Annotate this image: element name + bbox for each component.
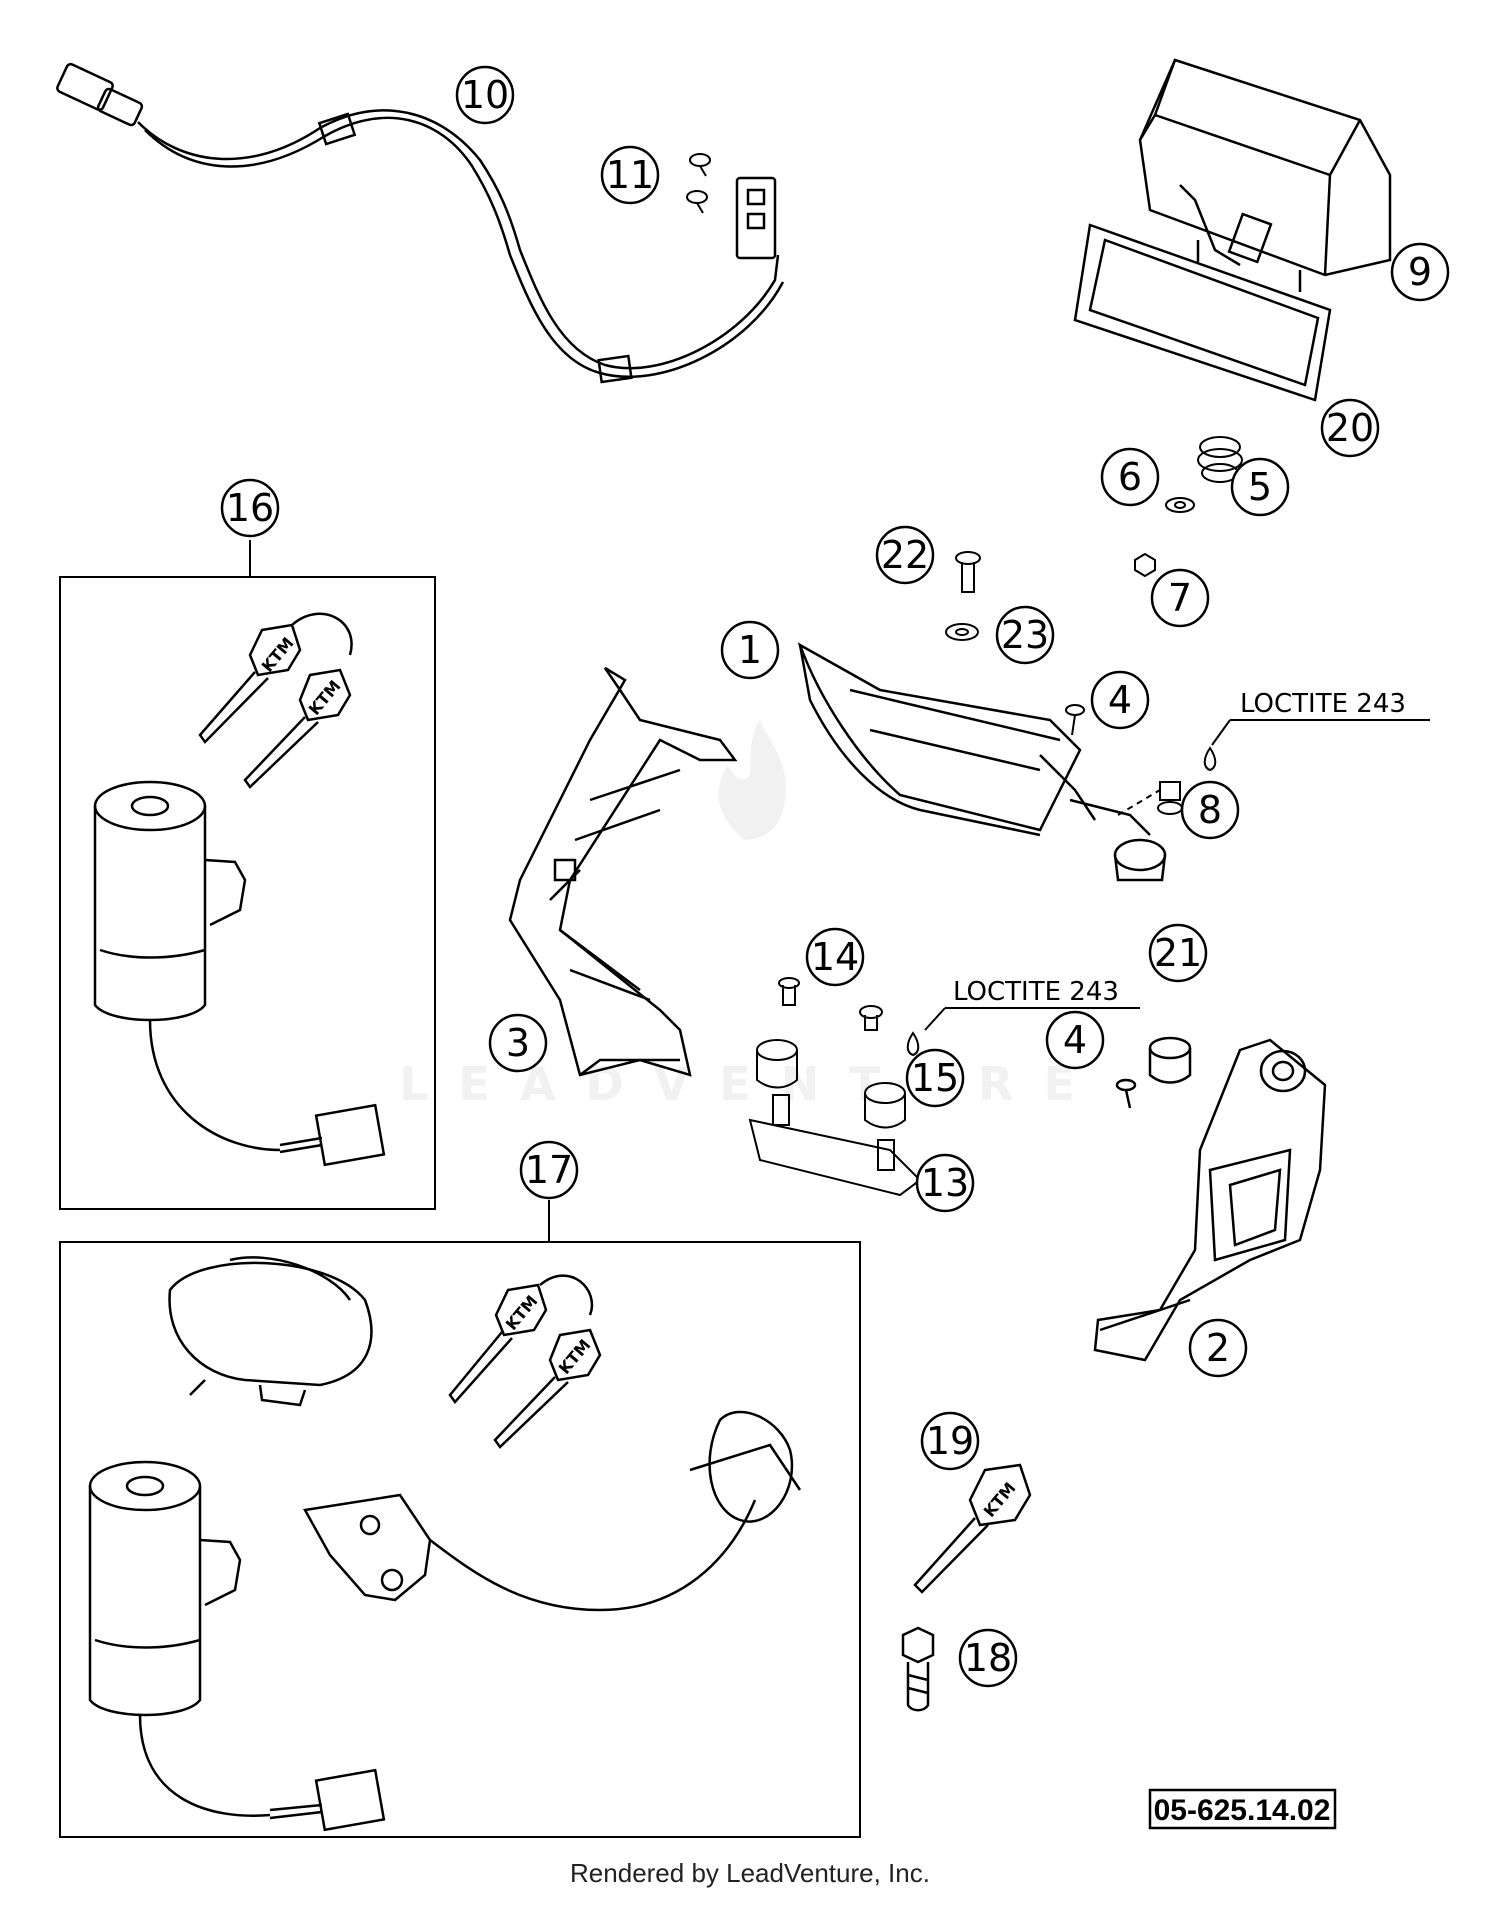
callout-circle: [1390, 242, 1450, 302]
callout-7: 7: [1150, 568, 1210, 628]
kit-box-16: [59, 576, 436, 1210]
callout-number: 4: [1108, 678, 1132, 722]
loctite-label: LOCTITE 243: [1240, 689, 1406, 719]
callout-number: 19: [926, 1419, 974, 1463]
callout-circle: [958, 1628, 1018, 1688]
callout-number: 2: [1206, 1326, 1230, 1370]
callout-19: 19: [920, 1411, 980, 1471]
callout-circle: [915, 1153, 975, 1213]
part-17-lock-set: KTM KTM: [88, 1256, 802, 1832]
callout-number: 23: [1001, 613, 1049, 657]
callout-circle: [1320, 398, 1380, 458]
callout-4a: 4: [1090, 670, 1150, 730]
diagram-code-box: 05-625.14.02: [1148, 1788, 1337, 1830]
callout-14: 14: [805, 927, 865, 987]
footer-credit: Rendered by LeadVenture, Inc.: [570, 1858, 930, 1888]
callout-circle: [720, 620, 780, 680]
loctite-note-lower: LOCTITE 243: [924, 977, 1140, 1031]
callout-circle: [1230, 457, 1290, 517]
callout-number: 18: [964, 1636, 1012, 1680]
parts-13-14-15: [748, 977, 922, 1197]
part-19-key: KTM: [913, 1463, 1032, 1594]
callout-number: 6: [1118, 455, 1142, 499]
callout-number: 8: [1198, 788, 1222, 832]
callout-number: 14: [811, 935, 859, 979]
part-11-screws: [686, 153, 711, 214]
callout-circle: [1180, 780, 1240, 840]
flame-logo-icon: [718, 720, 786, 840]
callout-5: 5: [1230, 457, 1290, 517]
callout-15: 15: [905, 1048, 965, 1108]
callout-10: 10: [455, 65, 515, 125]
callout-circle: [905, 1048, 965, 1108]
callout-circle: [1100, 447, 1160, 507]
callout-circle: [488, 1013, 548, 1073]
part-2-right-panel: [1093, 1036, 1327, 1362]
diagram-code: 05-625.14.02: [1154, 1794, 1331, 1827]
callout-circle: [600, 145, 660, 205]
loctite-label: LOCTITE 243: [953, 977, 1119, 1007]
loctite-note-upper: LOCTITE 243: [1211, 689, 1430, 746]
callout-21: 21: [1148, 923, 1208, 983]
callout-number: 10: [461, 73, 509, 117]
callout-1: 1: [720, 620, 780, 680]
callout-number: 17: [525, 1148, 573, 1192]
callout-circle: [1150, 568, 1210, 628]
callout-number: 21: [1154, 931, 1202, 975]
part-9-instrument-cluster: [1138, 58, 1392, 292]
callout-9: 9: [1390, 242, 1450, 302]
callout-circle: [1090, 670, 1150, 730]
callout-number: 20: [1326, 406, 1374, 450]
callout-number: 4: [1063, 1018, 1087, 1062]
callout-number: 13: [921, 1161, 969, 1205]
parts-4-8: [1065, 704, 1217, 816]
callout-number: 22: [881, 533, 929, 577]
callout-number: 15: [911, 1056, 959, 1100]
part-16-lock-set: KTM KTM: [93, 612, 386, 1167]
parts-22-23: [945, 551, 981, 641]
callout-13: 13: [915, 1153, 975, 1213]
callout-circle: [1188, 1318, 1248, 1378]
callout-circle: [875, 525, 935, 585]
callout-4b: 4: [1045, 1010, 1105, 1070]
callout-circle: [1148, 923, 1208, 983]
part-3-left-panel: [508, 666, 738, 1077]
callout-number: 3: [506, 1021, 530, 1065]
callout-20: 20: [1320, 398, 1380, 458]
callout-number: 5: [1248, 465, 1272, 509]
part-10-wiring-harness: [56, 62, 785, 384]
ktm-logo: KTM: [258, 634, 298, 676]
callout-3: 3: [488, 1013, 548, 1073]
callout-2: 2: [1188, 1318, 1248, 1378]
kit-box-17: [59, 1241, 861, 1838]
callout-number: 9: [1408, 250, 1432, 294]
callout-22: 22: [875, 525, 935, 585]
callout-23: 23: [995, 605, 1055, 665]
callout-number: 11: [606, 153, 654, 197]
part-20-gasket: [1073, 223, 1332, 402]
callout-circle: [519, 1140, 579, 1200]
callout-8: 8: [1180, 780, 1240, 840]
part-1-cover: [797, 642, 1167, 882]
callout-6: 6: [1100, 447, 1160, 507]
callout-circle: [455, 65, 515, 125]
callout-circle: [220, 478, 280, 538]
callout-number: 16: [226, 486, 274, 530]
callout-number: 7: [1168, 576, 1192, 620]
part-18-bolt: [901, 1626, 935, 1712]
callout-18: 18: [958, 1628, 1018, 1688]
callout-circle: [995, 605, 1055, 665]
callout-circle: [920, 1411, 980, 1471]
callout-16: 16: [220, 478, 280, 538]
callout-circle: [805, 927, 865, 987]
ktm-logo: KTM: [555, 1336, 595, 1378]
callout-11: 11: [600, 145, 660, 205]
callout-17: 17: [519, 1140, 579, 1200]
callout-number: 1: [738, 628, 762, 672]
ktm-logo: KTM: [980, 1479, 1020, 1521]
callout-circle: [1045, 1010, 1105, 1070]
